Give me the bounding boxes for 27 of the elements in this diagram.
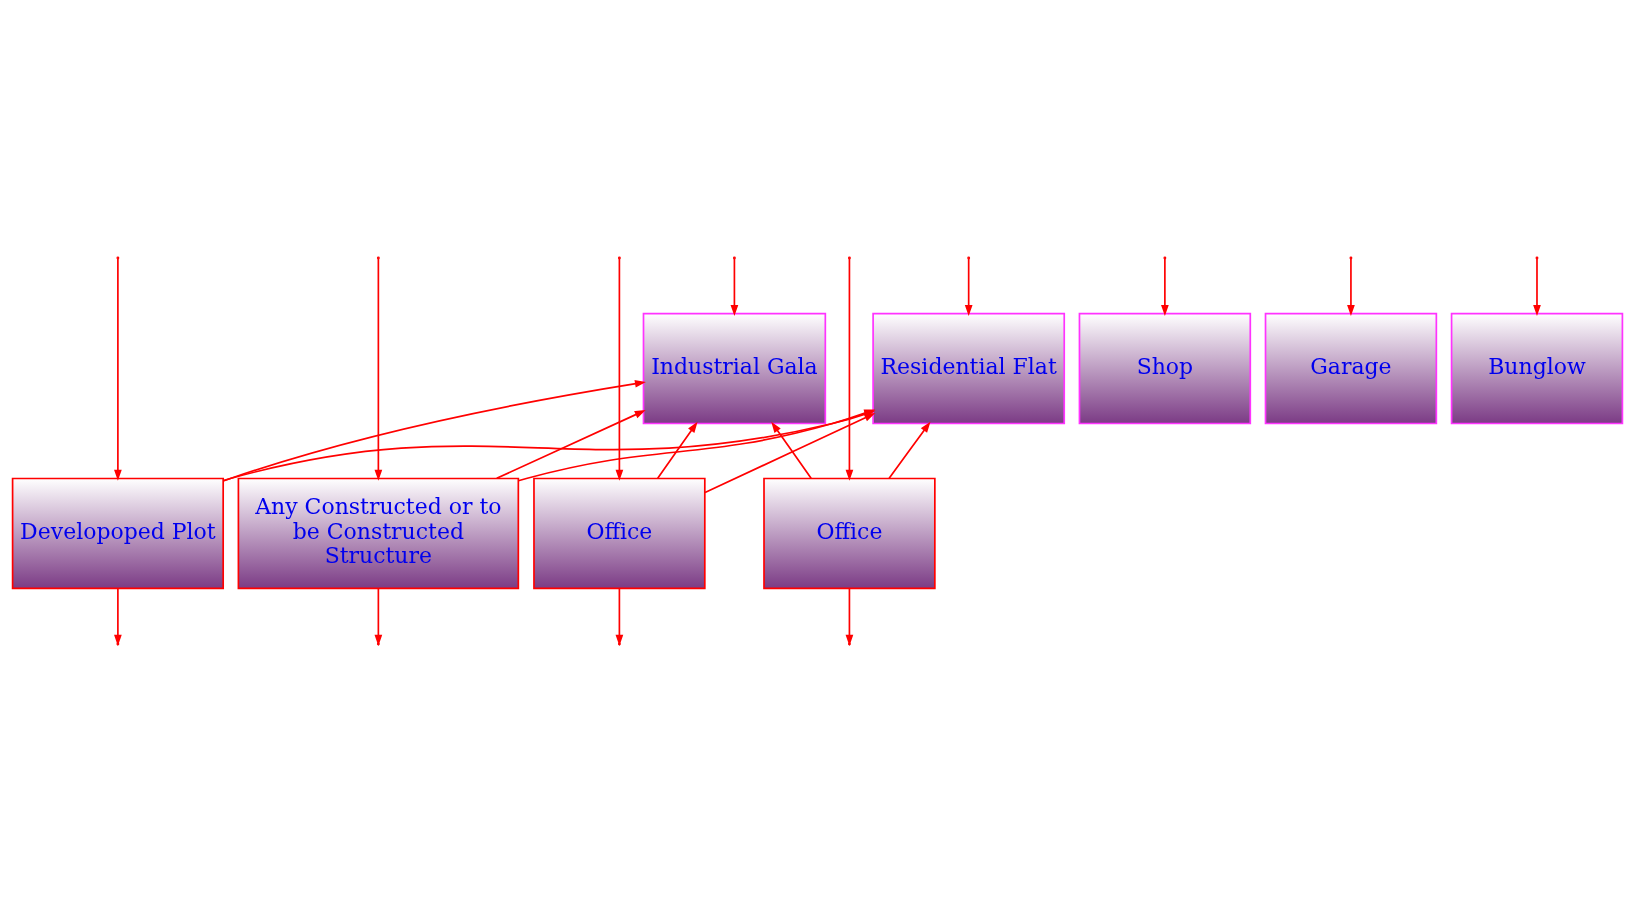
node-box: Office bbox=[533, 477, 706, 589]
node-box: Bunglow bbox=[1450, 312, 1624, 424]
arrow bbox=[615, 587, 624, 646]
arrow bbox=[771, 421, 812, 479]
arrow bbox=[1533, 257, 1541, 316]
arrow bbox=[964, 257, 973, 316]
arrow bbox=[1347, 257, 1355, 316]
node-box: Shop bbox=[1078, 312, 1252, 424]
arrow bbox=[495, 409, 646, 479]
arrow bbox=[374, 587, 383, 646]
arrow bbox=[1161, 257, 1169, 316]
arrow bbox=[615, 257, 624, 481]
arrow bbox=[656, 421, 698, 479]
arrow bbox=[374, 257, 383, 481]
node-box: Any Constructed or to be Constructed Structure bbox=[237, 477, 520, 589]
arrow bbox=[845, 587, 854, 646]
node-box: Office bbox=[763, 477, 936, 589]
arrow bbox=[845, 257, 854, 481]
node-box: Developoped Plot bbox=[11, 477, 225, 589]
arrow bbox=[888, 421, 931, 479]
arrow bbox=[114, 257, 122, 481]
arrow bbox=[730, 257, 739, 316]
arrow bbox=[704, 412, 876, 493]
node-box: Residential Flat bbox=[872, 312, 1066, 424]
node-box: Garage bbox=[1264, 312, 1438, 424]
node-box: Industrial Gala bbox=[642, 312, 827, 424]
arrow bbox=[222, 379, 646, 482]
